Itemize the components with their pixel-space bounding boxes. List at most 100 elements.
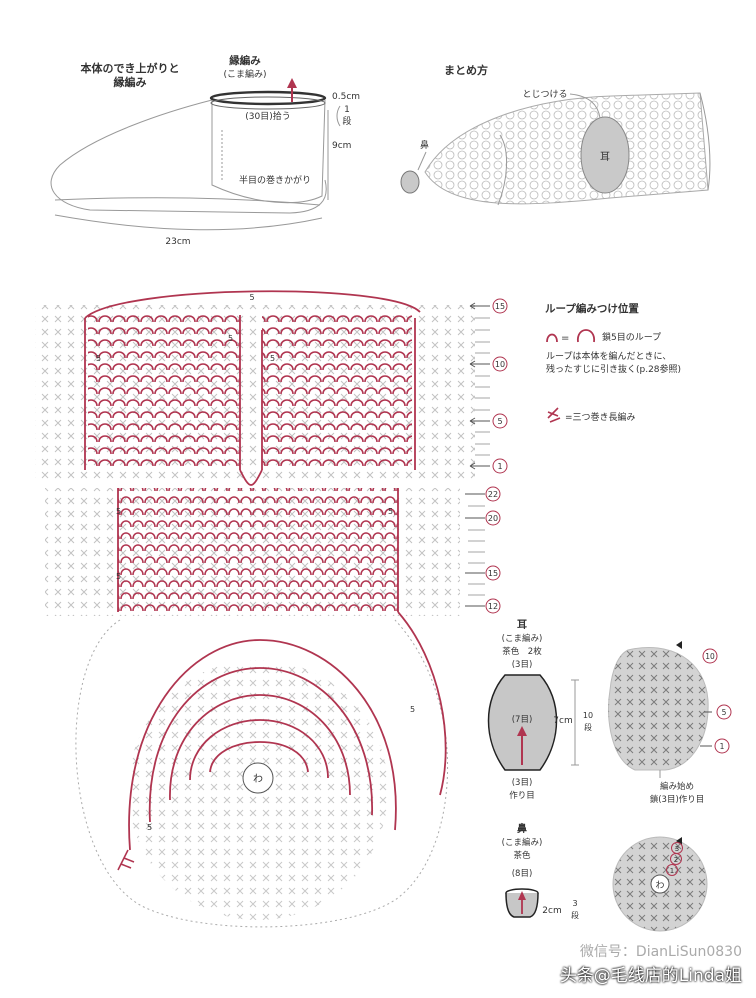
- cuff-rows-unit: 段: [342, 115, 351, 127]
- chain-loop-icon: [577, 329, 595, 343]
- svg-text:15: 15: [495, 302, 505, 311]
- slipper-title-line2: 縁編み: [114, 75, 147, 89]
- loop-symbol-icon: [546, 333, 558, 343]
- count-label: 5: [116, 507, 121, 516]
- ear-made: 作り目: [509, 790, 535, 801]
- ear-start-line2: 鎖(3目)作り目: [650, 794, 705, 805]
- count-label: 5: [410, 705, 415, 714]
- ear-top: (3目): [512, 660, 533, 670]
- nose-rows-num: 3: [572, 899, 577, 908]
- slipper-seam: [497, 134, 508, 206]
- svg-text:2: 2: [674, 856, 678, 864]
- row-marker: 12: [465, 598, 501, 614]
- nose-magic-ring: [650, 874, 670, 894]
- cuff-edge: [209, 90, 327, 106]
- center-join: [239, 469, 263, 486]
- assembly-diagram: まとめ方 耳 鼻 とじつける: [400, 63, 711, 206]
- sew-label: とじつける: [522, 89, 567, 100]
- svg-text:3: 3: [675, 845, 679, 853]
- ear-shape: [580, 116, 630, 194]
- svg-text:5: 5: [722, 708, 727, 717]
- toe-loop-ring-4: [148, 667, 373, 823]
- nose-end-marker: [676, 837, 682, 845]
- svg-text:10: 10: [495, 360, 505, 369]
- cuff-height: 0.5cm: [332, 92, 360, 102]
- count-label: 5: [96, 354, 101, 363]
- row-marker: 15: [465, 565, 501, 581]
- panel-edges: [84, 315, 416, 470]
- svg-text:1: 1: [497, 462, 502, 471]
- count-label: 5: [249, 293, 254, 302]
- ring-label: わ: [253, 773, 263, 785]
- top-arch-loop: [84, 290, 421, 319]
- edge-label: 縁編み: [229, 54, 261, 67]
- ear-label: 耳: [600, 151, 610, 163]
- ear-height: 7cm: [553, 716, 572, 726]
- loop-rows-lower: [118, 488, 398, 612]
- edge-sub: (こま編み): [223, 68, 266, 80]
- nose-sub: (こま編み): [502, 837, 543, 848]
- svg-text:1: 1: [720, 742, 725, 751]
- ear-pattern-shape: [487, 674, 558, 771]
- row-markers-lower: 22 20 15 12: [465, 486, 501, 614]
- row-marker: 5: [469, 413, 508, 429]
- ear-title: 耳: [517, 619, 527, 631]
- slipper-body-texture: [424, 92, 709, 205]
- ear-row-marker: 5: [704, 704, 732, 720]
- nose-label: 鼻: [420, 139, 429, 151]
- ear-chart-grid: [608, 647, 709, 770]
- slipper-title-line1: 本体のでき上がりと: [81, 61, 180, 75]
- loop-rows-right: [262, 310, 412, 470]
- nose-ring-label: わ: [655, 880, 664, 891]
- toe-loop-ring-5: [128, 639, 397, 851]
- ear-end-marker: [676, 641, 682, 649]
- assembly-title: まとめ方: [444, 63, 488, 77]
- ear-color: 茶色 2枚: [502, 646, 542, 657]
- lower-edges: [117, 488, 399, 612]
- nose-direction-arrowhead: [518, 891, 526, 900]
- slipper-opening: [699, 92, 711, 191]
- nose-color: 茶色: [513, 850, 531, 861]
- toe-side-loop: [397, 611, 447, 796]
- nose-row-marker: 2: [670, 853, 682, 865]
- nose-rows-unit: 段: [571, 910, 579, 920]
- length-label: 23cm: [165, 237, 190, 247]
- note-line1: ループは本体を編んだときに、: [546, 350, 671, 362]
- row-marker: 22: [465, 486, 501, 502]
- triple-treble-icon: [547, 407, 561, 423]
- triple-desc: =三つ巻き長編み: [565, 411, 636, 423]
- ear-rows-num: 10: [583, 711, 593, 720]
- toe-loop-ring-2: [189, 719, 329, 781]
- toe-loop-ring-1: [209, 741, 309, 773]
- ear-direction-arrowhead: [517, 726, 527, 736]
- count-label: 5: [228, 334, 233, 343]
- svg-text:10: 10: [705, 652, 715, 661]
- ear-row-marker: 1: [700, 738, 730, 754]
- nose-title: 鼻: [517, 822, 527, 835]
- count-label: 5: [270, 354, 275, 363]
- svg-text:12: 12: [488, 602, 498, 611]
- length-dim-line: [54, 214, 323, 231]
- count-label: 5: [147, 823, 152, 832]
- ear-rows-unit: 段: [584, 722, 592, 732]
- legend-title: ループ編みつけ位置: [545, 302, 639, 315]
- ear-bottom: (3目): [512, 778, 533, 788]
- ear-start-line1: 編み始め: [660, 781, 694, 792]
- watermark-toutiao: 头条@毛线店的Linda姐: [559, 966, 742, 986]
- toe-round-chart: 5 わ 5: [75, 611, 449, 928]
- legend: ループ編みつけ位置 = 鎖5目のループ ループは本体を編んだときに、 残ったすじ…: [545, 302, 681, 423]
- note-line2: 残ったすじに引き抜く(p.28参照): [546, 363, 681, 375]
- triple-treble-mark: [117, 849, 135, 871]
- upper-left-loops: [88, 310, 240, 470]
- ear-part: 耳 (こま編み) 茶色 2枚 (3目) (7目) 7cm 10 段 (3目) 作…: [487, 619, 732, 805]
- ear-row-marker: 10: [702, 648, 718, 664]
- svg-text:5: 5: [497, 417, 502, 426]
- row-marker: 1: [469, 458, 508, 474]
- row-markers-upper: 15 10 5 1: [469, 298, 508, 474]
- count-label: 5: [116, 572, 121, 581]
- toe-outer-dashed: [75, 619, 449, 928]
- loop-rows-left: [88, 310, 240, 470]
- sew-leader: [569, 93, 601, 119]
- watermark: 微信号：DianLiSun0830 头条@毛线店的Linda姐: [560, 941, 742, 986]
